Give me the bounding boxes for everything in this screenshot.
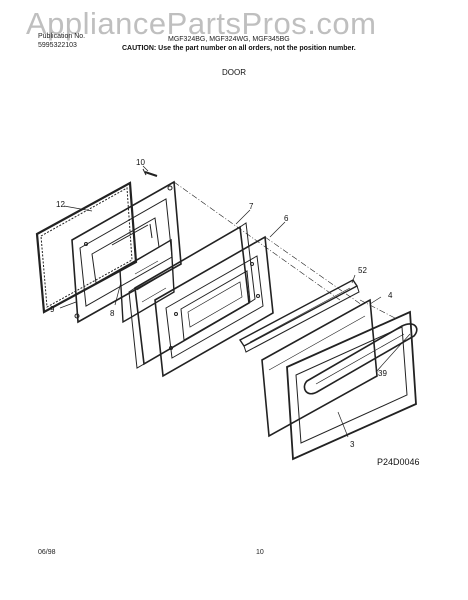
outer-door-frame-part bbox=[286, 310, 417, 461]
model-numbers: MGF324BG, MGF324WG, MGF345BG bbox=[168, 36, 290, 43]
callout-39: 39 bbox=[378, 369, 387, 378]
callout-4: 4 bbox=[388, 291, 393, 300]
hinge-channel-part bbox=[238, 279, 360, 353]
door-frame-part bbox=[154, 235, 274, 378]
publication-number: Publication No. 5995322103 bbox=[38, 32, 85, 50]
outer-glass-part bbox=[261, 298, 378, 438]
callout-10: 10 bbox=[136, 158, 145, 167]
leader-lines bbox=[59, 165, 411, 438]
window-glass-part bbox=[119, 238, 175, 324]
figure-code: P24D0046 bbox=[377, 457, 420, 467]
callout-labels: 10 12 7 6 52 4 9 8 39 3 bbox=[50, 158, 393, 449]
footer-date: 06/98 bbox=[38, 549, 56, 556]
inner-door-liner-part bbox=[71, 180, 182, 324]
callout-8: 8 bbox=[110, 309, 115, 318]
page-number: 10 bbox=[256, 549, 264, 556]
publication-value: 5995322103 bbox=[38, 42, 77, 49]
callout-12: 12 bbox=[56, 200, 65, 209]
alignment-guide bbox=[173, 181, 396, 319]
caution-note: CAUTION: Use the part number on all orde… bbox=[122, 45, 356, 52]
callout-3: 3 bbox=[350, 440, 355, 449]
screw-part bbox=[142, 168, 158, 177]
door-handle-part bbox=[303, 323, 418, 395]
callout-6: 6 bbox=[284, 214, 289, 223]
callout-9: 9 bbox=[50, 305, 55, 314]
watermark-logo: AppliancePartsPros.com bbox=[26, 6, 377, 41]
door-gasket-part bbox=[35, 181, 138, 314]
callout-7: 7 bbox=[249, 202, 254, 211]
publication-label: Publication No. bbox=[38, 33, 86, 40]
callout-52: 52 bbox=[358, 266, 367, 275]
section-title: DOOR bbox=[222, 68, 246, 77]
